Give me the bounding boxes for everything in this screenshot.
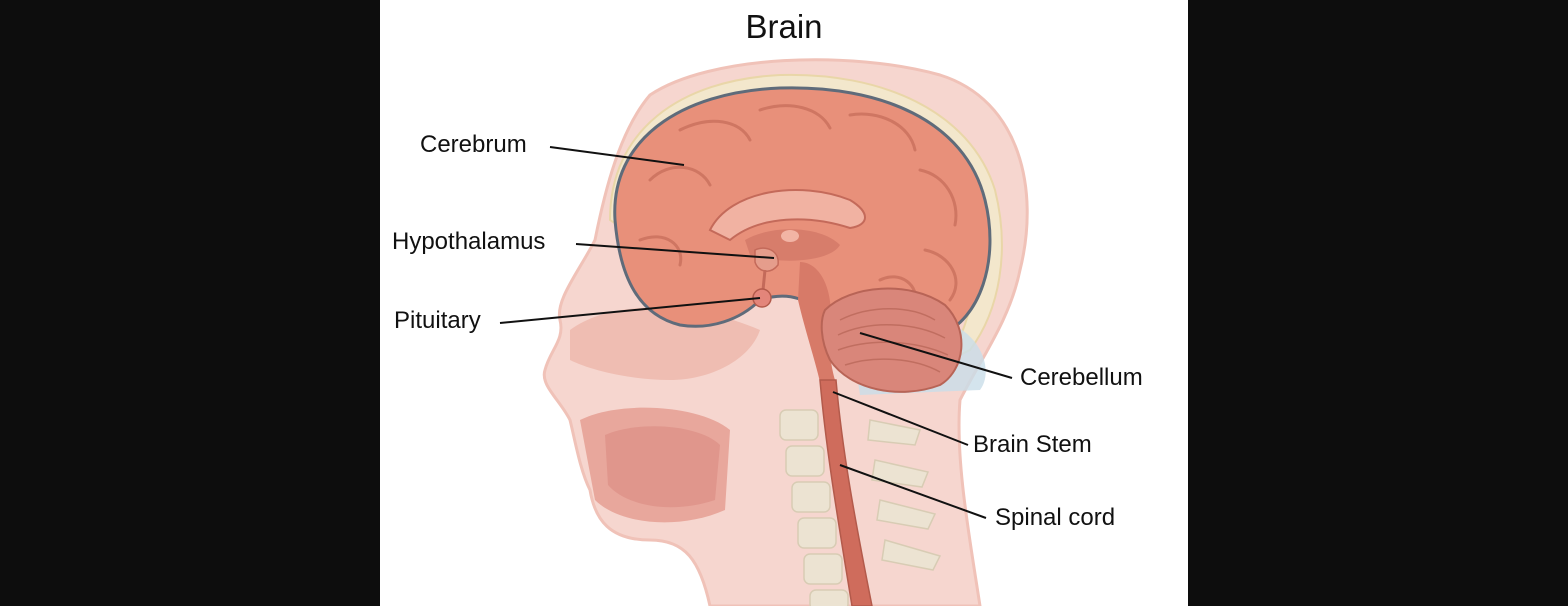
cerebellum-folia [837,308,949,373]
thalamus-center [781,230,799,242]
leader-lines [499,146,1013,519]
label-cerebrum: Cerebrum [420,131,527,158]
label-hypothalamus: Hypothalamus [392,228,546,255]
leader-pituitary [499,297,761,324]
vertebrae [779,409,849,606]
spinal-cord-shape [819,379,873,606]
leader-spinal-cord [839,464,987,519]
cerebrum-gyri [638,104,958,307]
sagittal-head-illustration [499,58,1029,606]
leader-brain-stem [832,391,969,446]
leader-cerebellum [859,332,1013,379]
label-cerebellum: Cerebellum [1020,364,1143,391]
diagram-title: Brain [745,8,823,45]
leader-cerebrum [549,146,685,166]
label-brain-stem: Brain Stem [973,431,1092,458]
corpus-callosum [708,189,866,242]
pituitary-stalk [761,269,767,291]
label-spinal-cord: Spinal cord [995,504,1116,531]
leader-hypothalamus [575,243,775,259]
label-pituitary: Pituitary [394,307,481,334]
hypothalamus-shape [754,247,779,272]
spinous-processes [867,419,942,571]
diagram-panel: Brain Cerebrum Hypothalamus Pituitary Ce… [380,0,1188,606]
tongue [605,426,720,508]
